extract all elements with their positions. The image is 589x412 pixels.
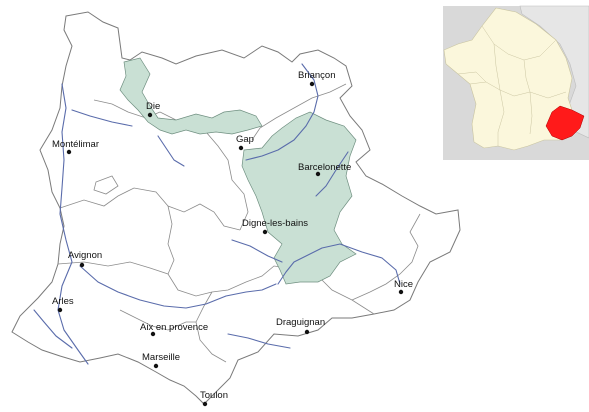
city-label-toulon: Toulon xyxy=(200,390,228,401)
city-label-barcelonette: Barcelonette xyxy=(298,162,351,173)
city-dot-montelimar xyxy=(66,149,72,155)
city-dot-briancon xyxy=(309,81,315,87)
inset-highlighted-region xyxy=(545,105,585,141)
inset-france-map xyxy=(443,5,589,160)
inset-france-land xyxy=(443,7,575,151)
park-vercors-ecrins xyxy=(119,57,263,135)
city-label-briancon: Briançon xyxy=(298,70,336,81)
city-dot-aix xyxy=(150,331,156,337)
city-label-nice: Nice xyxy=(394,279,413,290)
city-dot-nice xyxy=(398,289,404,295)
city-dot-avignon xyxy=(79,262,85,268)
city-dot-die xyxy=(147,112,153,118)
city-markers xyxy=(57,81,404,407)
city-label-marseille: Marseille xyxy=(142,352,180,363)
city-label-draguignan: Draguignan xyxy=(276,317,325,328)
city-label-montelimar: Montélimar xyxy=(52,139,99,150)
city-dot-barcelonette xyxy=(315,171,321,177)
city-label-aix: Aix en provence xyxy=(140,322,208,333)
city-dot-digne xyxy=(262,229,268,235)
rivers xyxy=(33,63,401,365)
inset-region-borders xyxy=(457,25,567,146)
city-label-avignon: Avignon xyxy=(68,250,102,261)
city-label-die: Die xyxy=(146,101,160,112)
city-dot-gap xyxy=(238,145,244,151)
city-dot-toulon xyxy=(202,401,208,407)
city-label-gap: Gap xyxy=(236,134,254,145)
city-dot-marseille xyxy=(153,363,159,369)
city-label-digne: Digne-les-bains xyxy=(242,218,308,229)
park-mercantour-haute-provence xyxy=(241,111,357,285)
city-dot-draguignan xyxy=(304,329,310,335)
city-dot-arles xyxy=(57,307,63,313)
city-labels: Briançon Die Gap Montélimar Barcelonette… xyxy=(52,70,413,401)
region-outline xyxy=(11,11,461,405)
inset-neighbor-countries xyxy=(519,5,589,139)
city-label-arles: Arles xyxy=(52,296,74,307)
